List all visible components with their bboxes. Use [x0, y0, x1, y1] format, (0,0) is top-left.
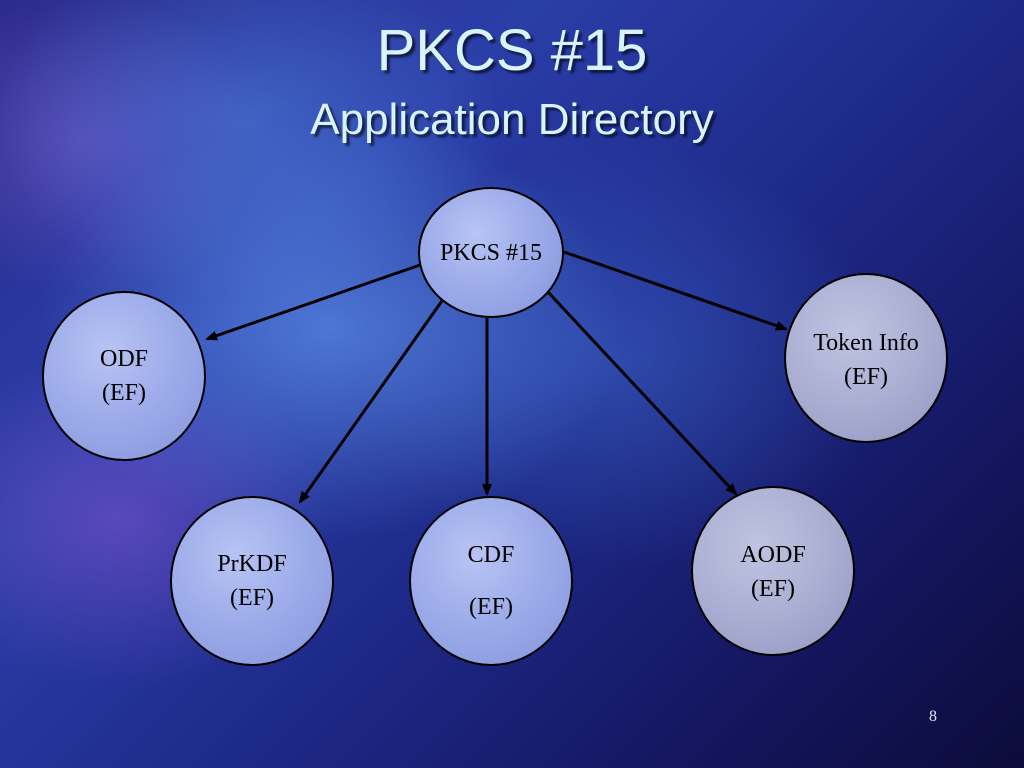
node-aodf-line1: AODF — [740, 542, 806, 568]
slide-title: PKCS #15 — [376, 18, 648, 83]
node-cdf-line2: (EF) — [469, 594, 513, 620]
node-prkdf-line1: PrKDF — [217, 551, 287, 577]
edge-root-to-prkdf — [298, 297, 446, 504]
node-prkdf — [170, 496, 334, 666]
node-token-info-line2: (EF) — [844, 364, 888, 390]
page-number: 8 — [929, 708, 937, 725]
node-token-info-line1: Token Info — [813, 330, 919, 356]
node-aodf-line2: (EF) — [751, 576, 795, 602]
node-cdf — [409, 496, 573, 666]
node-aodf — [691, 486, 855, 656]
edge-root-to-aodf — [546, 290, 738, 496]
node-token-info — [784, 273, 948, 443]
node-pkcs15-root — [418, 187, 564, 318]
node-odf-line1: ODF — [99, 346, 148, 372]
slide-subtitle: Application Directory — [310, 95, 714, 144]
node-cdf-line1: CDF — [467, 542, 515, 568]
edge-root-to-token-info — [563, 250, 788, 331]
node-odf — [42, 291, 206, 461]
node-prkdf-line2: (EF) — [230, 585, 274, 611]
edge-root-to-odf — [205, 263, 421, 341]
node-pkcs15-root-label: PKCS #15 — [439, 240, 543, 266]
node-odf-line2: (EF) — [102, 380, 146, 406]
